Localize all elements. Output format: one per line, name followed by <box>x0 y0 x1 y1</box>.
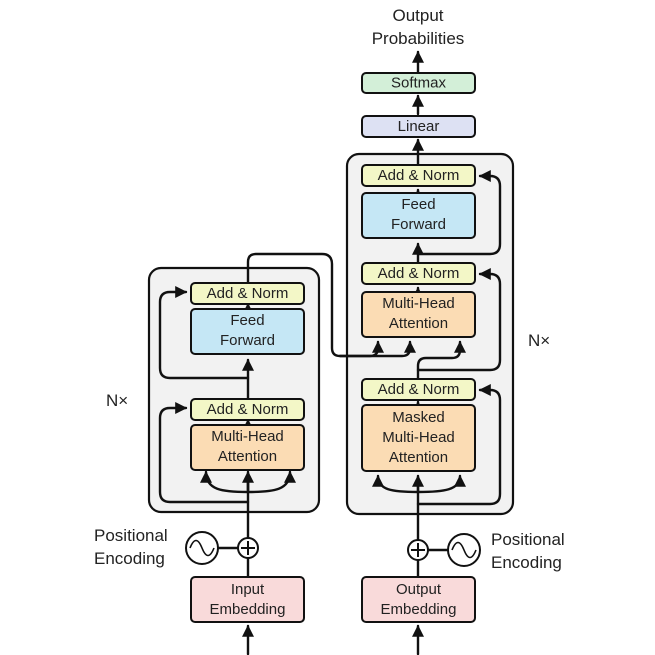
encoder-feed-forward-label-2: Forward <box>220 332 275 349</box>
encoder-add-norm-bottom-box <box>190 398 305 421</box>
decoder-feed-forward-label-2: Forward <box>391 216 446 233</box>
encoder-repeat-label: N× <box>106 391 128 410</box>
encoder-add-norm-top-box <box>190 282 305 305</box>
decoder-feed-forward-box <box>361 192 476 239</box>
softmax-label: Softmax <box>391 74 447 91</box>
linear-label: Linear <box>398 118 440 135</box>
decoder-connections <box>372 50 502 655</box>
decoder-add-norm-top-label: Add & Norm <box>378 167 460 184</box>
encoder-attention-box <box>190 424 305 471</box>
encoder-positional-label-2: Encoding <box>94 549 165 568</box>
decoder-repeat-label: N× <box>528 331 550 350</box>
decoder-feed-forward: Feed Forward <box>361 192 476 239</box>
decoder-feed-forward-label-1: Feed <box>401 196 435 213</box>
decoder-add-norm-mid-label: Add & Norm <box>378 265 460 282</box>
decoder-add-norm-top-box <box>361 164 476 187</box>
decoder-positional-label-1: Positional <box>491 530 565 549</box>
decoder-masked-attention-box <box>361 404 476 472</box>
output-embedding-label-1: Output <box>396 581 442 598</box>
output-probabilities-line-2: Probabilities <box>372 29 465 48</box>
input-embedding-label-1: Input <box>231 581 265 598</box>
input-embedding: Input Embedding <box>190 576 305 623</box>
decoder-positional-encoding: Positional Encoding <box>407 530 565 572</box>
decoder-cross-attention-label-2: Attention <box>389 315 448 332</box>
input-embedding-label-2: Embedding <box>210 601 286 618</box>
softmax-layer: Softmax <box>361 72 476 94</box>
encoder-add-norm-top-label: Add & Norm <box>207 285 289 302</box>
decoder-add-norm-mid: Add & Norm <box>361 262 476 285</box>
decoder-add-norm-top: Add & Norm <box>361 164 476 187</box>
encoder-positional-encoding: Positional Encoding <box>94 526 259 568</box>
decoder-add-norm-bottom-box <box>361 378 476 401</box>
output-probabilities-line-1: Output <box>392 6 443 25</box>
softmax-box <box>361 72 476 94</box>
encoder-feed-forward: Feed Forward <box>190 308 305 355</box>
linear-layer: Linear <box>361 115 476 138</box>
encoder-add-norm-bottom-label: Add & Norm <box>207 401 289 418</box>
decoder-positional-label-2: Encoding <box>491 553 562 572</box>
decoder-cross-attention: Multi-Head Attention <box>361 291 476 338</box>
decoder-masked-attention-label-2: Multi-Head <box>382 429 455 446</box>
encoder-feed-forward-box <box>190 308 305 355</box>
encoder-connections <box>158 252 416 655</box>
encoder-positional-label-1: Positional <box>94 526 168 545</box>
encoder-multi-head-attention: Multi-Head Attention <box>190 424 305 471</box>
encoder-attention-label-2: Attention <box>218 448 277 465</box>
decoder-masked-attention-label-3: Attention <box>389 449 448 466</box>
input-embedding-box <box>190 576 305 623</box>
encoder-add-norm-top: Add & Norm <box>190 282 305 305</box>
output-embedding-label-2: Embedding <box>381 601 457 618</box>
encoder-feed-forward-label-1: Feed <box>230 312 264 329</box>
output-embedding: Output Embedding <box>361 576 476 623</box>
decoder-add-norm-bottom: Add & Norm <box>361 378 476 401</box>
decoder-cross-attention-box <box>361 291 476 338</box>
decoder-add-norm-mid-box <box>361 262 476 285</box>
decoder-masked-attention-label-1: Masked <box>392 409 445 426</box>
encoder-attention-label-1: Multi-Head <box>211 428 284 445</box>
decoder-cross-attention-label-1: Multi-Head <box>382 295 455 312</box>
decoder-add-norm-bottom-label: Add & Norm <box>378 381 460 398</box>
decoder-masked-attention: Masked Multi-Head Attention <box>361 404 476 472</box>
linear-box <box>361 115 476 138</box>
encoder-add-norm-bottom: Add & Norm <box>190 398 305 421</box>
output-embedding-box <box>361 576 476 623</box>
